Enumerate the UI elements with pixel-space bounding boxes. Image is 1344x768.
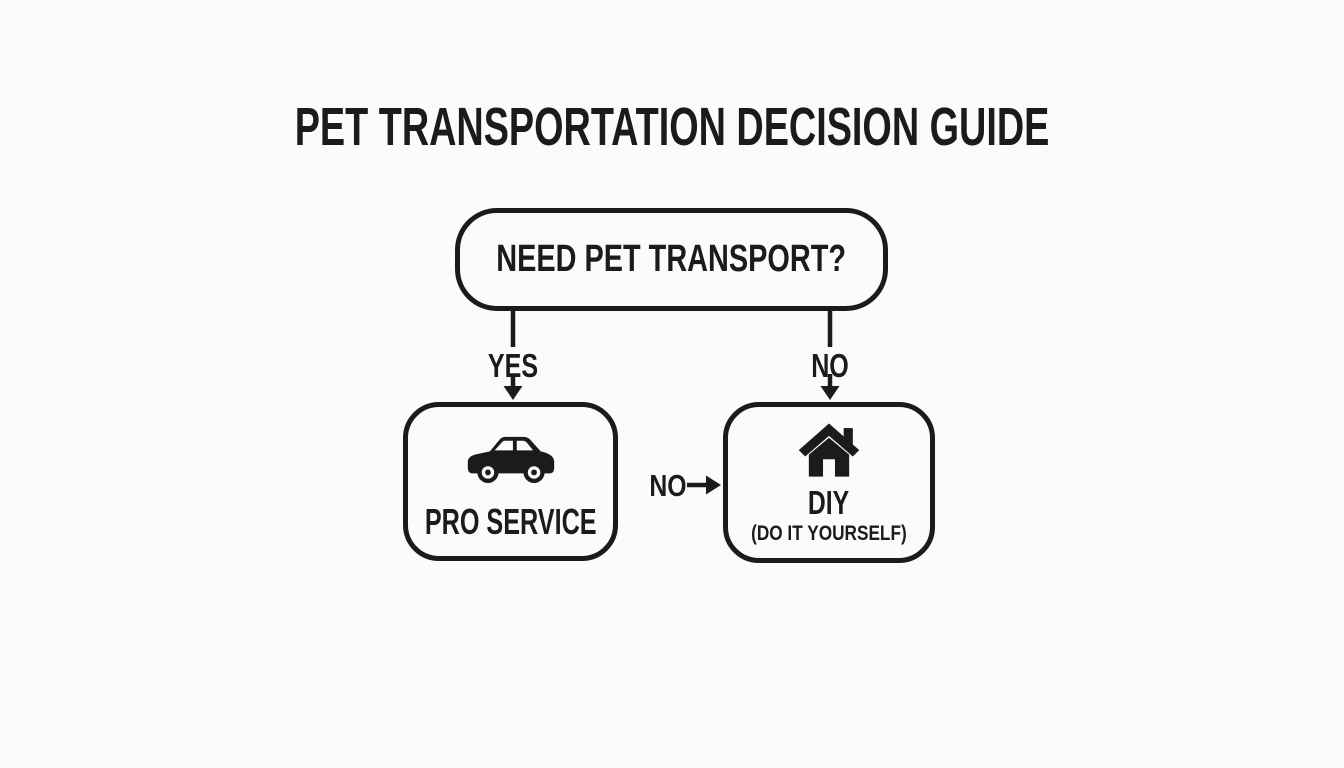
node-need-pet-transport: NEED PET TRANSPORT? — [455, 208, 888, 311]
page-title: PET TRANSPORTATION DECISION GUIDE — [0, 96, 1344, 158]
house-icon — [796, 421, 862, 481]
edge-label-no: NO — [811, 347, 849, 384]
node-diy-label: DIY — [808, 484, 850, 521]
node-need-pet-transport-label: NEED PET TRANSPORT? — [496, 238, 847, 280]
node-pro-service-label: PRO SERVICE — [424, 501, 597, 542]
page-title-text: PET TRANSPORTATION DECISION GUIDE — [294, 97, 1050, 157]
edge-label-yes: YES — [487, 347, 539, 384]
no-arrowhead-icon — [820, 386, 840, 400]
car-icon — [463, 429, 559, 489]
side-no-arrowhead-icon — [706, 475, 721, 495]
node-pro-service: PRO SERVICE — [403, 402, 618, 561]
node-diy: DIY (DO IT YOURSELF) — [723, 402, 935, 563]
yes-arrowhead-icon — [503, 386, 523, 400]
node-diy-sublabel: (DO IT YOURSELF) — [751, 522, 907, 545]
edge-label-side-no: NO — [649, 468, 687, 503]
